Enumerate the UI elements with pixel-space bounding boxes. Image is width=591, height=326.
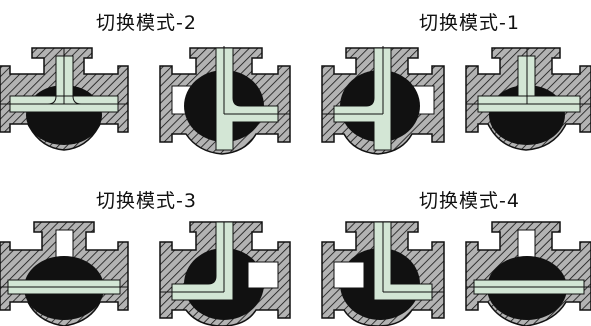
mode-1-title: 切换模式-1	[419, 12, 520, 34]
valve-mode4-a-icon	[321, 221, 445, 326]
mode-4-title: 切换模式-4	[419, 190, 520, 212]
valve-mode2-a-icon	[0, 47, 129, 151]
valve-mode1-a-icon	[321, 46, 445, 155]
valve-mode2-b-icon	[159, 46, 291, 155]
valve-mode1-b-icon	[465, 47, 591, 151]
valve-mode3-a-icon	[0, 221, 129, 326]
mode-2-title: 切换模式-2	[96, 12, 197, 34]
valve-mode3-b-icon	[159, 221, 291, 326]
mode-3-title: 切换模式-3	[96, 190, 197, 212]
valve-mode4-b-icon	[465, 221, 591, 326]
